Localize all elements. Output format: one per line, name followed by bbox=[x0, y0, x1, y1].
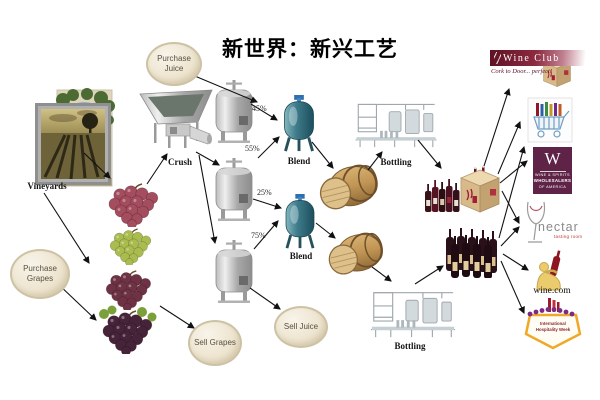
vineyard-photo-framed bbox=[35, 103, 111, 185]
wine-club-tagline: Cork to Door... perfect! bbox=[491, 68, 553, 75]
sell-juice-node: Sell Juice bbox=[274, 306, 328, 348]
ratio-45: 45% bbox=[252, 104, 267, 113]
wswa-divider bbox=[539, 170, 566, 172]
flow-arrows bbox=[43, 73, 529, 329]
ratio-75: 75% bbox=[251, 231, 266, 240]
blend-top-label: Blend bbox=[287, 156, 311, 166]
wine-case-box bbox=[460, 166, 500, 213]
wswa-logo: W WINE & SPIRITS WHOLESALERS OF AMERICA bbox=[533, 147, 572, 194]
hospitality-week-text: International Hospitality Week bbox=[531, 321, 575, 332]
crush-label: Crush bbox=[167, 157, 192, 167]
blend-tank-bottom bbox=[284, 194, 316, 250]
wine-com-name: wine.com bbox=[533, 286, 571, 296]
blend-tank-top bbox=[283, 95, 315, 153]
fermentation-tank-1 bbox=[215, 80, 253, 144]
bottling-bottom-label: Bottling bbox=[394, 341, 426, 351]
dark-red-grapes bbox=[105, 270, 152, 310]
hospitality-week-sign-icon bbox=[524, 298, 582, 350]
red-grapes bbox=[108, 183, 159, 227]
bottling-line-bottom bbox=[370, 292, 456, 338]
fermentation-tank-3 bbox=[215, 240, 253, 304]
ratio-55: 55% bbox=[245, 144, 260, 153]
wswa-monogram: W bbox=[544, 149, 561, 168]
hospitality-week-line2: Hospitality Week bbox=[535, 326, 571, 332]
wswa-line3: OF AMERICA bbox=[538, 184, 567, 189]
green-grapes bbox=[109, 228, 152, 265]
purchase-grapes-node: Purchase Grapes bbox=[10, 249, 70, 299]
wine-club-banner: Wine Club bbox=[490, 50, 591, 66]
vineyards-label: Vineyards bbox=[27, 181, 67, 191]
diagram-title: 新世界：新兴工艺 bbox=[222, 37, 398, 61]
purple-grapes bbox=[99, 305, 157, 354]
shopping-cart-icon bbox=[527, 97, 573, 143]
wine-bottles-cluster bbox=[446, 228, 497, 278]
sell-grapes-node: Sell Grapes bbox=[188, 320, 242, 366]
hospitality-week-line1: International bbox=[540, 321, 566, 326]
wine-bottles-group bbox=[425, 179, 460, 212]
crusher-machine bbox=[139, 89, 213, 148]
wswa-line2: WHOLESALERS bbox=[533, 178, 572, 184]
fermentation-tank-2 bbox=[215, 158, 253, 222]
sell-juice-label: Sell Juice bbox=[283, 322, 319, 332]
bottling-top-label: Bottling bbox=[380, 157, 412, 167]
oak-barrel-top bbox=[316, 164, 382, 212]
nectar-subtitle: tasting room bbox=[554, 234, 583, 239]
nectar-name: nectar bbox=[538, 220, 579, 234]
purchase-juice-label: Purchase Juice bbox=[157, 54, 191, 73]
purchase-grapes-label: Purchase Grapes bbox=[23, 264, 57, 283]
purchase-juice-node: Purchase Juice bbox=[146, 42, 202, 86]
wine-com-figure-icon bbox=[536, 250, 561, 291]
bottling-line-top bbox=[354, 103, 438, 148]
nectar-glass-icon bbox=[526, 201, 546, 243]
sell-grapes-label: Sell Grapes bbox=[194, 338, 236, 348]
blend-bottom-label: Blend bbox=[289, 251, 313, 261]
wine-club-name: Wine Club bbox=[503, 52, 560, 64]
ratio-25: 25% bbox=[257, 188, 272, 197]
wswa-line1: WINE & SPIRITS bbox=[535, 172, 570, 177]
